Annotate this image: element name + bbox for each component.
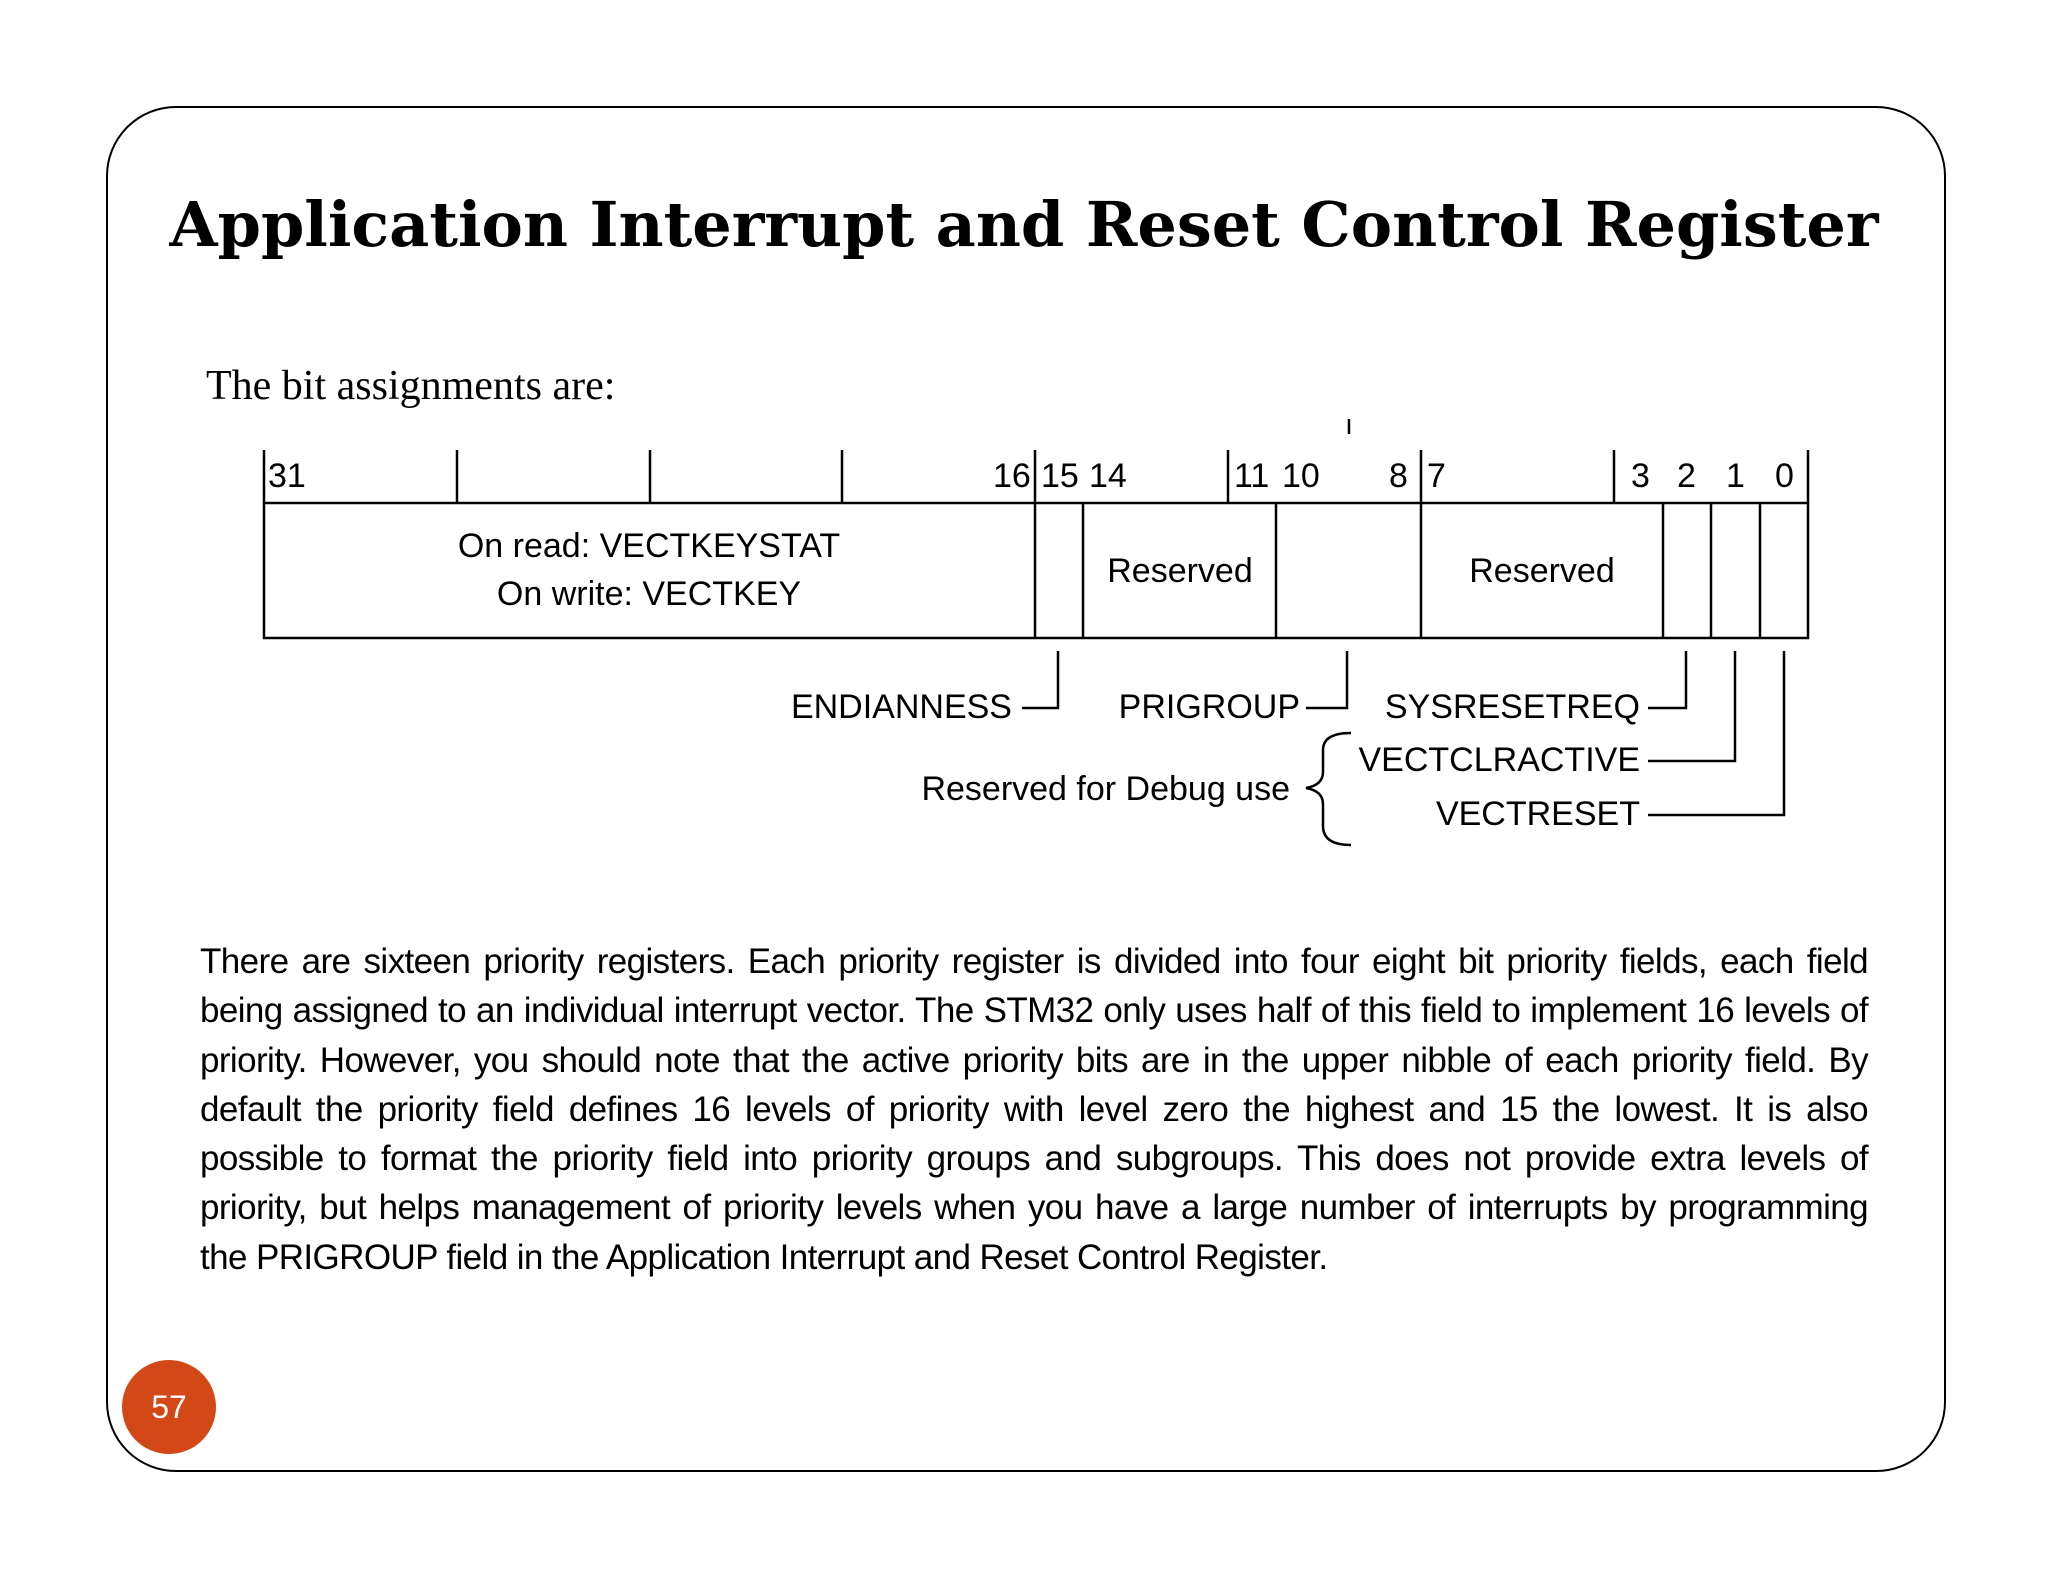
prigroup-label: PRIGROUP [1119,688,1300,726]
bit-label-0: 0 [1775,457,1794,495]
sysresetreq-label: SYSRESETREQ [1385,688,1640,726]
vectreset-leader [1648,651,1786,817]
vectclractive-leader [1648,651,1737,763]
debug-brace [1305,731,1352,847]
endianness-leader [1022,651,1060,710]
bit-label-16: 16 [993,457,1031,495]
vectclractive-label: VECTCLRACTIVE [1359,741,1641,779]
reserved-7-3-label: Reserved [1469,552,1615,590]
slide-frame [106,106,1946,1472]
prigroup-leader [1306,651,1349,710]
bit-label-10: 10 [1282,457,1320,495]
bit-label-1: 1 [1726,457,1745,495]
vectreset-label: VECTRESET [1436,795,1640,833]
page-number-badge: 57 [122,1360,216,1454]
bit-label-15: 15 [1041,457,1079,495]
body-paragraph: There are sixteen priority registers. Ea… [200,942,1869,1277]
intro-text: The bit assignments are: [206,363,616,409]
endianness-label: ENDIANNESS [791,688,1012,726]
reserved-14-11-label: Reserved [1107,552,1253,590]
vectkey-read-label: On read: VECTKEYSTAT [458,527,840,565]
bit-label-7: 7 [1427,457,1446,495]
bit-label-3: 3 [1631,457,1650,495]
bit-label-8: 8 [1389,457,1408,495]
slide-title: Application Interrupt and Reset Control … [169,188,1879,261]
bit-label-11: 11 [1234,457,1269,495]
bit-label-2: 2 [1677,457,1696,495]
bit-label-14: 14 [1089,457,1127,495]
bit-label-31: 31 [268,457,306,495]
vectkey-write-label: On write: VECTKEY [497,575,801,613]
sysresetreq-leader [1648,651,1688,710]
debug-note-label: Reserved for Debug use [921,770,1290,808]
